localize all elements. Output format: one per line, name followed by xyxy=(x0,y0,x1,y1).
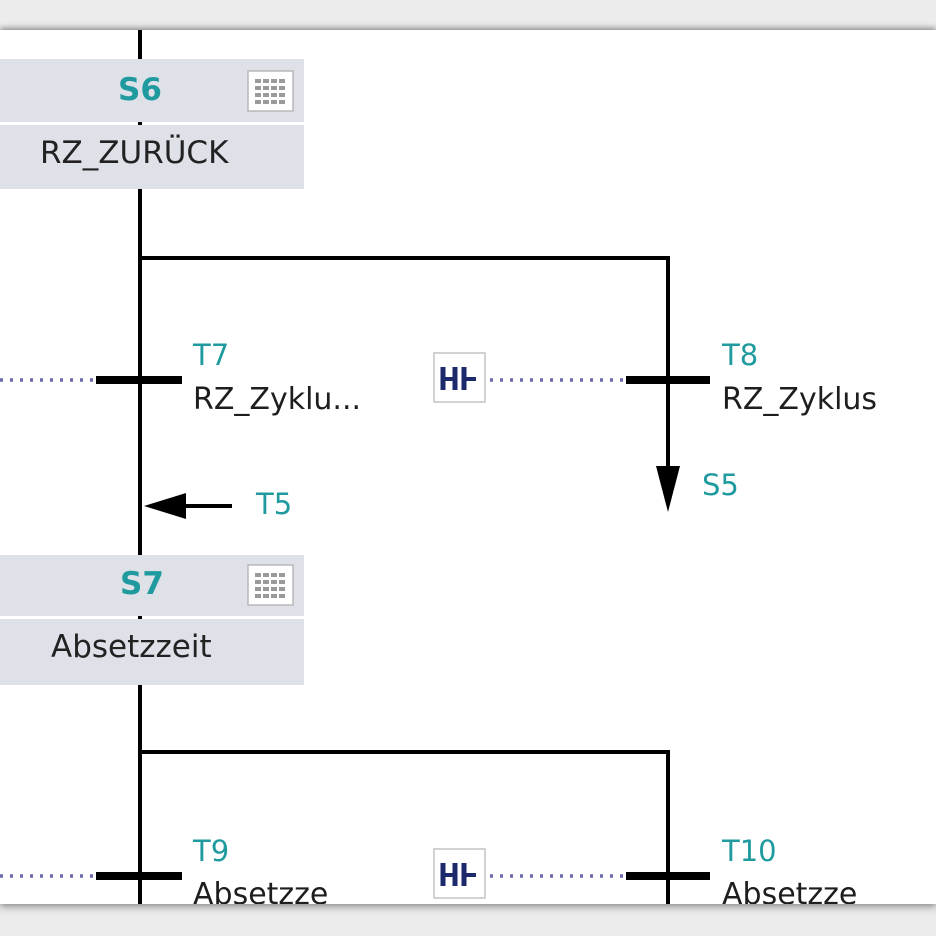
transition-number-t8: T8 xyxy=(722,338,759,372)
table-grid-icon[interactable] xyxy=(247,70,294,112)
branch-line-2 xyxy=(140,750,670,904)
step-number-s7: S7 xyxy=(120,566,164,602)
transition-number-t7: T7 xyxy=(193,338,230,372)
step-name-s6: RZ_ZURÜCK xyxy=(40,135,229,171)
jump-source-t5[interactable]: T5 xyxy=(256,487,293,521)
jump-in-arrowhead xyxy=(144,493,186,519)
step-number-s6: S6 xyxy=(118,72,162,108)
transition-condition-t8[interactable]: RZ_Zyklus xyxy=(722,382,878,417)
transition-number-t10: T10 xyxy=(722,834,777,868)
graph-connections xyxy=(0,30,710,904)
contact-icon[interactable] xyxy=(433,848,486,899)
table-grid-icon[interactable] xyxy=(247,564,294,606)
jump-arrow-down xyxy=(656,466,680,512)
contact-icon[interactable] xyxy=(433,352,486,403)
transition-number-t9: T9 xyxy=(193,834,230,868)
transition-condition-t10[interactable]: Absetzze xyxy=(722,877,858,905)
sequence-canvas: S6 RZ_ZURÜCK T7 RZ_Zyklu... T8 RZ_Zyklus… xyxy=(0,30,936,904)
branch-line-1 xyxy=(140,256,670,482)
step-name-s7: Absetzzeit xyxy=(51,629,212,665)
transition-condition-t7[interactable]: RZ_Zyklu... xyxy=(193,382,362,417)
transition-condition-t9[interactable]: Absetzze xyxy=(193,877,329,905)
step-box-s6[interactable] xyxy=(0,59,304,189)
jump-target-s5[interactable]: S5 xyxy=(702,468,739,502)
